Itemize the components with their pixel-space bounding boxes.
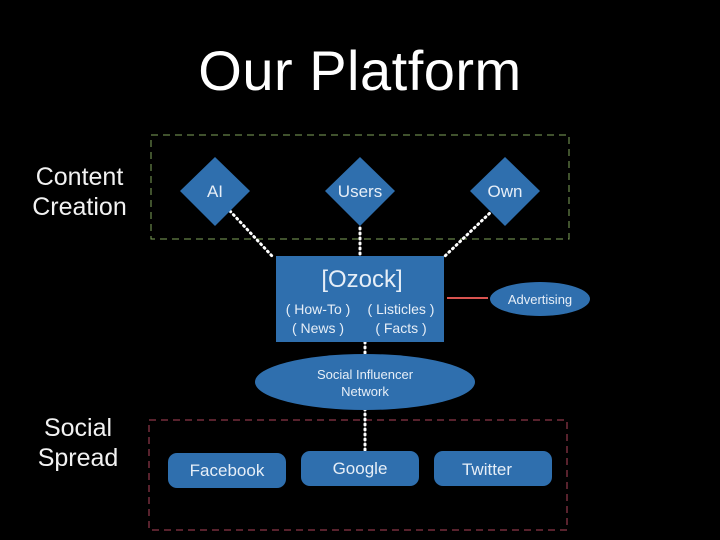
source-node-own[interactable]: Own [470, 157, 540, 226]
advertising-node[interactable]: Advertising [490, 282, 590, 316]
channel-label-facebook: Facebook [190, 461, 265, 480]
connector-own-to-platform [443, 208, 495, 258]
platform-format-howto: ( How-To ) [286, 301, 351, 317]
platform-format-listicles: ( Listicles ) [368, 301, 435, 317]
platform-node[interactable]: [Ozock] ( How-To ) ( Listicles ) ( News … [276, 256, 444, 342]
platform-format-facts: ( Facts ) [375, 320, 426, 336]
social-spread-line-2: Spread [37, 444, 119, 472]
source-label-users: Users [338, 182, 382, 201]
source-label-own: Own [488, 182, 523, 201]
advertising-label: Advertising [508, 292, 572, 307]
channel-node-google[interactable]: Google [301, 451, 419, 486]
channel-node-twitter[interactable]: Twitter [434, 451, 552, 486]
content-creation-group-box [150, 134, 570, 240]
social-spread-label: Social Spread [28, 413, 128, 473]
social-influencer-network-node[interactable]: Social Influencer Network [255, 354, 475, 410]
content-creation-line-1: Content [35, 163, 124, 191]
channel-node-facebook[interactable]: Facebook [168, 453, 286, 488]
network-label-line-1: Social Influencer [317, 367, 414, 382]
network-label-line-2: Network [341, 384, 389, 399]
channel-label-google: Google [333, 459, 388, 478]
channel-label-twitter: Twitter [462, 460, 512, 479]
platform-name: [Ozock] [321, 266, 402, 293]
platform-format-news: ( News ) [292, 320, 344, 336]
source-label-ai: AI [207, 182, 223, 201]
content-creation-line-2: Creation [32, 193, 127, 221]
slide-title: Our Platform [198, 39, 522, 102]
social-spread-group-box [148, 419, 568, 531]
source-node-ai[interactable]: AI [180, 157, 250, 226]
social-spread-line-1: Social [43, 414, 113, 442]
connector-ai-to-platform [228, 209, 274, 258]
content-creation-label: Content Creation [22, 162, 137, 222]
source-node-users[interactable]: Users [325, 157, 395, 226]
